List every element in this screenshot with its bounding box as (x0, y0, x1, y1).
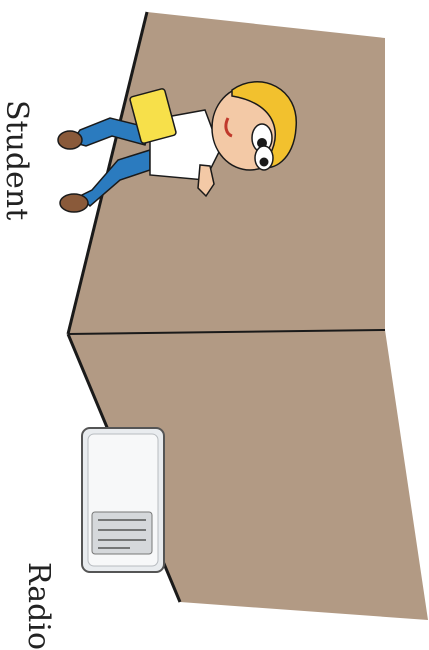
radio-icon (82, 428, 164, 572)
student-label: Student (0, 100, 34, 200)
radio-label: Radio (20, 562, 56, 642)
